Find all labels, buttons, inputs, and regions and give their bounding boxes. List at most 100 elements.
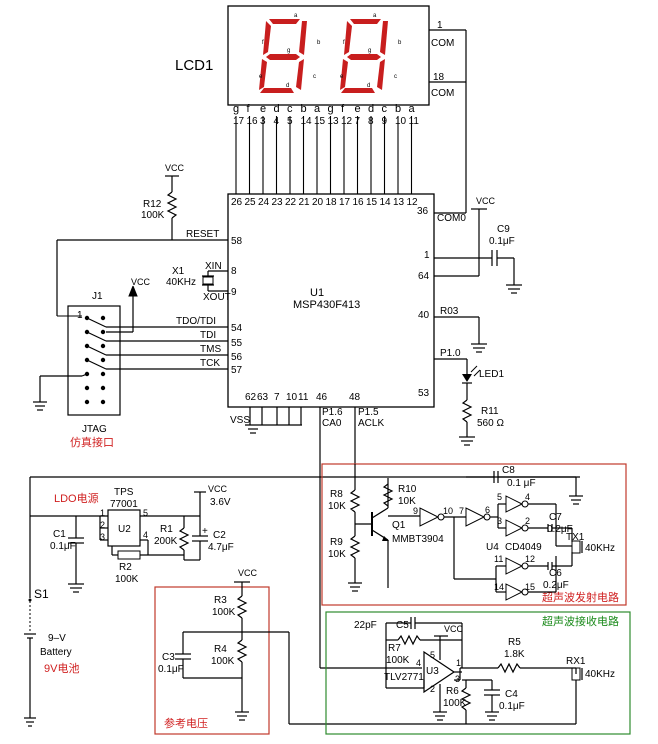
r8-ref: R8	[330, 489, 343, 500]
pin-48: 48	[349, 392, 361, 403]
lcd-pin-letter: c	[287, 103, 293, 115]
battery-voltage: 9–V	[48, 633, 66, 644]
tdo-label: TDO/TDI	[176, 316, 216, 327]
mcu-ref: U1	[310, 287, 324, 299]
lcd-pin-letter: f	[247, 103, 251, 115]
r9-value: 10K	[328, 549, 346, 560]
seg-label-e1: e	[259, 74, 263, 80]
jtag-pin	[100, 371, 106, 377]
tx1-ref: TX1	[566, 532, 585, 543]
seg-label-d1: d	[286, 83, 289, 89]
jtag-pin	[100, 385, 106, 391]
ldo-title: LDO电源	[54, 491, 99, 505]
battery: S1 9–V Battery 9V电池	[24, 587, 79, 727]
reset-label: RESET	[186, 229, 219, 240]
r7-value: 100K	[386, 655, 410, 666]
lcd-pin-letter: a	[314, 103, 321, 115]
gate-pin-4: 4	[525, 492, 530, 502]
jtag-wire	[86, 345, 107, 356]
pin-40: 40	[418, 310, 430, 321]
vcc-label-c9: VCC	[476, 196, 496, 206]
tx1-freq: 40KHz	[585, 543, 615, 554]
r12-value: 100K	[141, 210, 165, 221]
c7-ref: C7	[549, 512, 562, 523]
jtag-pin	[100, 357, 106, 363]
crystal-freq: 40KHz	[166, 277, 196, 288]
seg-label-f1: f	[262, 40, 264, 46]
mcu-top-pin: 16	[353, 197, 365, 208]
c6-ref: C6	[549, 568, 562, 579]
crystal-x1: X1 40KHz XIN XOUT	[166, 261, 231, 303]
rx-title: 超声波接收电路	[542, 614, 619, 628]
led1-ref: LED1	[479, 369, 504, 380]
lcd-pin-letter: c	[382, 103, 388, 115]
pin-56: 56	[231, 352, 243, 363]
seg-label-b2: b	[398, 40, 402, 46]
r4-ref: R4	[214, 644, 227, 655]
seg-label-b1: b	[317, 40, 321, 46]
seg-label-f2: f	[343, 40, 345, 46]
r11-value: 560 Ω	[477, 418, 504, 429]
ca0-label: CA0	[322, 418, 342, 429]
gate-pin-9: 9	[413, 506, 418, 516]
c8-value: 0.1 μF	[507, 478, 536, 489]
jtag-wire	[86, 317, 107, 328]
pin-55: 55	[231, 338, 243, 349]
u3-part: TLV2771	[384, 672, 424, 683]
jtag-connector: J1 1 JTAG 仿真接口 VCC TDO/TDI TDI TMS TCK	[33, 277, 228, 449]
jtag-pin	[100, 399, 106, 405]
vcc-label-ldo: VCC	[208, 484, 228, 494]
mcu-top-pin: 12	[407, 197, 419, 208]
gate-pin-15: 15	[525, 582, 535, 592]
mcu-top-pin: 17	[339, 197, 351, 208]
u4-part: CD4049	[505, 542, 542, 553]
lcd-pin-letter: b	[301, 103, 307, 115]
c1-value: 0.1μF	[50, 541, 76, 552]
mcu-top-pin: 20	[312, 197, 324, 208]
c8-ref: C8	[502, 465, 515, 476]
c6-value: 0.2μF	[543, 580, 569, 591]
jtag-pin	[84, 385, 90, 391]
jtag-body	[67, 305, 121, 416]
mcu-top-pin: 24	[258, 197, 270, 208]
mcu-body	[227, 193, 435, 408]
tms-label: TMS	[200, 344, 221, 355]
seg-label-e2: e	[340, 74, 344, 80]
c3-ref: C3	[162, 652, 175, 663]
c1-ref: C1	[53, 529, 66, 540]
c4-ref: C4	[505, 689, 518, 700]
c5-value: 22pF	[354, 620, 377, 631]
r6-ref: R6	[446, 686, 459, 697]
vcc-label-jtag: VCC	[131, 277, 151, 287]
seg-label-a1: a	[294, 13, 298, 19]
lcd-bus	[235, 116, 413, 194]
lcd-label: LCD1	[175, 57, 213, 74]
r8-value: 10K	[328, 501, 346, 512]
u3-pin2: 2	[430, 684, 435, 694]
gate-pin-7: 7	[459, 506, 464, 516]
com2-label: COM	[431, 88, 454, 99]
ldo-power: LDO电源 TPS 77001 U2 1 2 3 5 4 R2 100K C1 …	[29, 476, 580, 598]
lcd-pin-number: 17	[233, 116, 245, 127]
gate-pin-5: 5	[497, 492, 502, 502]
pin-36: 36	[417, 206, 429, 217]
seg-label-c2: c	[394, 74, 397, 80]
pin-53: 53	[418, 388, 430, 399]
r5-ref: R5	[508, 637, 521, 648]
r6-value: 100K	[443, 698, 467, 709]
mcu-top-pin: 26	[231, 197, 243, 208]
r10-value: 10K	[398, 496, 416, 507]
ldo-part1: TPS	[114, 487, 134, 498]
ldo-part2: 77001	[110, 499, 138, 510]
seg-label-d2: d	[367, 83, 370, 89]
jtag-wire	[86, 331, 107, 342]
lcd-digit-1	[259, 19, 307, 93]
mcu-top-pin: 14	[380, 197, 392, 208]
u2-pin4: 4	[143, 530, 148, 540]
vss-label: VSS	[230, 415, 250, 426]
c9-value: 0.1μF	[489, 236, 515, 247]
ref-title: 参考电压	[164, 716, 208, 730]
